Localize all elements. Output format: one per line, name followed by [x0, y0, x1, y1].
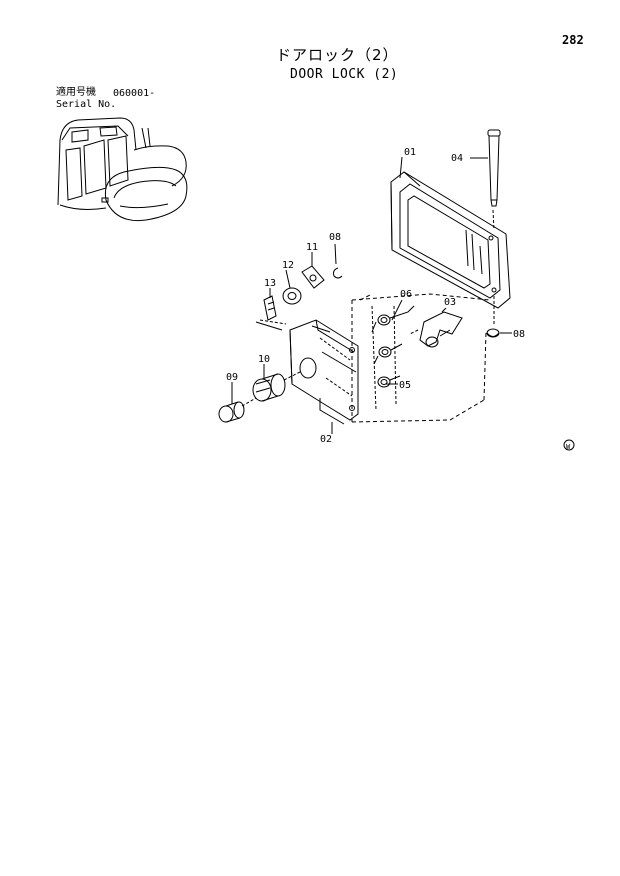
label-part-05: 05: [399, 380, 411, 391]
part-11-plate: [301, 265, 325, 289]
part-05-spring-upper: [373, 343, 403, 365]
part-04-rod: [487, 129, 501, 231]
w-mark-circle: [563, 439, 575, 451]
part-09-cylinder: [218, 397, 257, 423]
label-part-10: 10: [258, 354, 270, 365]
label-part-03: 03: [444, 297, 456, 308]
assembly-outline: [351, 293, 491, 423]
excavator-thumbnail: [57, 117, 188, 222]
part-12-washer: [282, 287, 302, 305]
serial-label-english: Serial No.: [56, 99, 117, 110]
label-part-04: 04: [451, 153, 463, 164]
label-part-09: 09: [226, 372, 238, 383]
part-02-bracket: [289, 319, 359, 425]
label-part-02: 02: [320, 434, 332, 445]
title-japanese: ドアロック（2）: [276, 46, 399, 64]
label-part-08-left: 08: [329, 232, 341, 243]
serial-value: 060001-: [113, 88, 156, 99]
page-number: 282: [562, 33, 584, 47]
label-part-01: 01: [404, 147, 416, 158]
part-08-clip-right: [486, 296, 500, 338]
label-part-11: 11: [306, 242, 318, 253]
label-part-08-right: 08: [513, 329, 525, 340]
part-01-handle-frame: [390, 171, 511, 309]
part-05-spring-lower: [377, 375, 401, 388]
w-mark-letter: W: [566, 443, 571, 451]
leader-lines: [231, 156, 512, 434]
title-english: DOOR LOCK (2): [290, 67, 399, 82]
serial-label-japanese: 適用号機: [56, 87, 96, 98]
label-part-06: 06: [400, 289, 412, 300]
part-06-spring: [371, 305, 415, 333]
label-part-12: 12: [282, 260, 294, 271]
part-10-bushing: [252, 371, 301, 402]
part-13-hinge: [255, 295, 287, 331]
part-08-clip-left: [333, 267, 343, 279]
label-part-13: 13: [264, 278, 276, 289]
part-03-lever: [409, 311, 463, 348]
